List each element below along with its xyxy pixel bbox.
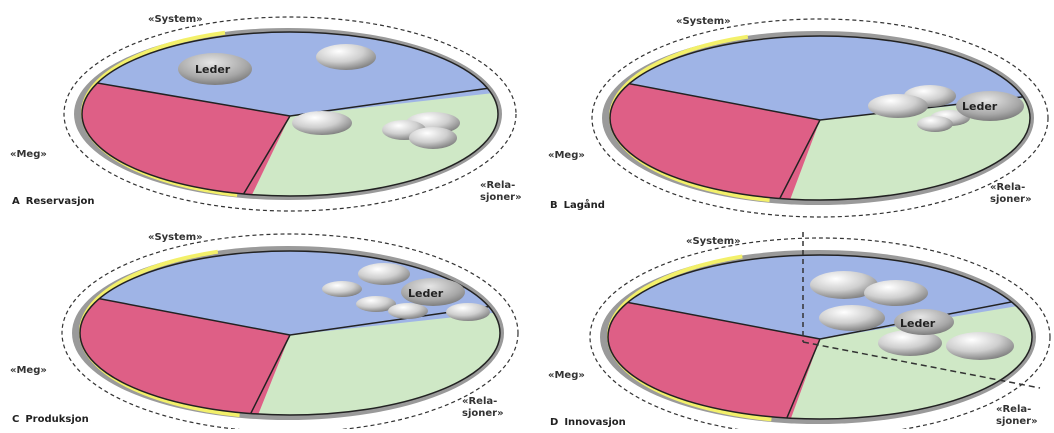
leder-label: Leder: [408, 287, 444, 300]
sphere: [868, 94, 928, 118]
system-label: «System»: [148, 14, 203, 25]
sphere: [388, 303, 428, 319]
system-label: «System»: [148, 232, 203, 243]
relasjoner-label-2: sjoner»: [462, 408, 504, 419]
sphere: [946, 332, 1014, 360]
sphere: [409, 127, 457, 149]
relasjoner-label-2: sjoner»: [996, 416, 1038, 427]
sphere: [864, 280, 928, 306]
sphere: [819, 305, 885, 331]
relasjoner-label-1: «Rela-: [462, 396, 497, 407]
relasjoner-label-1: «Rela-: [996, 404, 1031, 415]
sphere: [292, 111, 352, 135]
sphere: [322, 281, 362, 297]
meg-label: «Meg»: [548, 370, 585, 381]
meg-label: «Meg»: [548, 150, 585, 161]
relasjoner-label-1: «Rela-: [990, 182, 1025, 193]
meg-label: «Meg»: [10, 365, 47, 376]
meg-label: «Meg»: [10, 149, 47, 160]
relasjoner-label-2: sjoner»: [480, 192, 522, 203]
leder-label: Leder: [195, 63, 231, 76]
sphere: [316, 44, 376, 70]
sphere: [446, 303, 490, 321]
leder-label: Leder: [962, 100, 998, 113]
system-label: «System»: [676, 16, 731, 27]
system-label: «System»: [686, 236, 741, 247]
sphere: [358, 263, 410, 285]
sphere: [917, 116, 953, 132]
leder-label: Leder: [900, 317, 936, 330]
relasjoner-label-1: «Rela-: [480, 180, 515, 191]
relasjoner-label-2: sjoner»: [990, 194, 1032, 205]
